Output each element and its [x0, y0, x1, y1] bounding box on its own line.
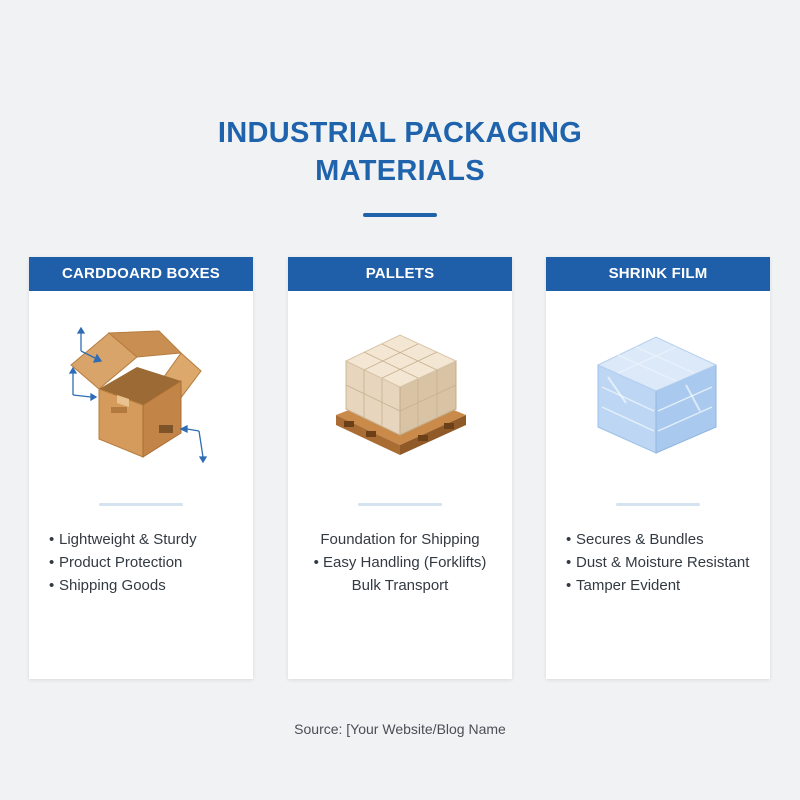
card-divider — [99, 503, 183, 506]
feature-list: Lightweight & Sturdy Product Protection … — [29, 528, 253, 597]
feature-list: Foundation for Shipping Easy Handling (F… — [288, 528, 512, 597]
card-cardboard-boxes: CARDDOARD BOXES — [29, 257, 253, 679]
cardboard-box-icon — [51, 307, 231, 467]
page-title: INDUSTRIAL PACKAGING MATERIALS — [0, 114, 800, 190]
title-underline — [363, 213, 437, 217]
card-header: SHRINK FILM — [546, 257, 770, 291]
card-pallets: PALLETS — [288, 257, 512, 679]
source-credit: Source: [Your Website/Blog Name — [294, 721, 506, 737]
list-item: Easy Handling (Forklifts) — [288, 551, 512, 574]
card-divider — [616, 503, 700, 506]
list-item: Secures & Bundles — [546, 528, 770, 551]
page-title-line-2: MATERIALS — [315, 155, 485, 187]
card-divider — [358, 503, 442, 506]
shrink-film-icon — [568, 307, 748, 467]
list-item: Foundation for Shipping — [320, 531, 480, 548]
card-header: CARDDOARD BOXES — [29, 257, 253, 291]
card-shrink-film: SHRINK FILM Secures & Bundles Dust & Moi — [546, 257, 770, 679]
feature-list: Secures & Bundles Dust & Moisture Resist… — [546, 528, 770, 597]
page-title-line-1: INDUSTRIAL PACKAGING — [217, 117, 583, 149]
list-item: Dust & Moisture Resistant — [546, 551, 770, 574]
list-item: Tamper Evident — [546, 574, 770, 597]
list-item: Product Protection — [29, 551, 253, 574]
pallet-icon — [310, 307, 490, 467]
list-item: Shipping Goods — [29, 574, 253, 597]
list-item: Lightweight & Sturdy — [29, 528, 253, 551]
list-item: Bulk Transport — [351, 577, 449, 594]
card-header: PALLETS — [288, 257, 512, 291]
